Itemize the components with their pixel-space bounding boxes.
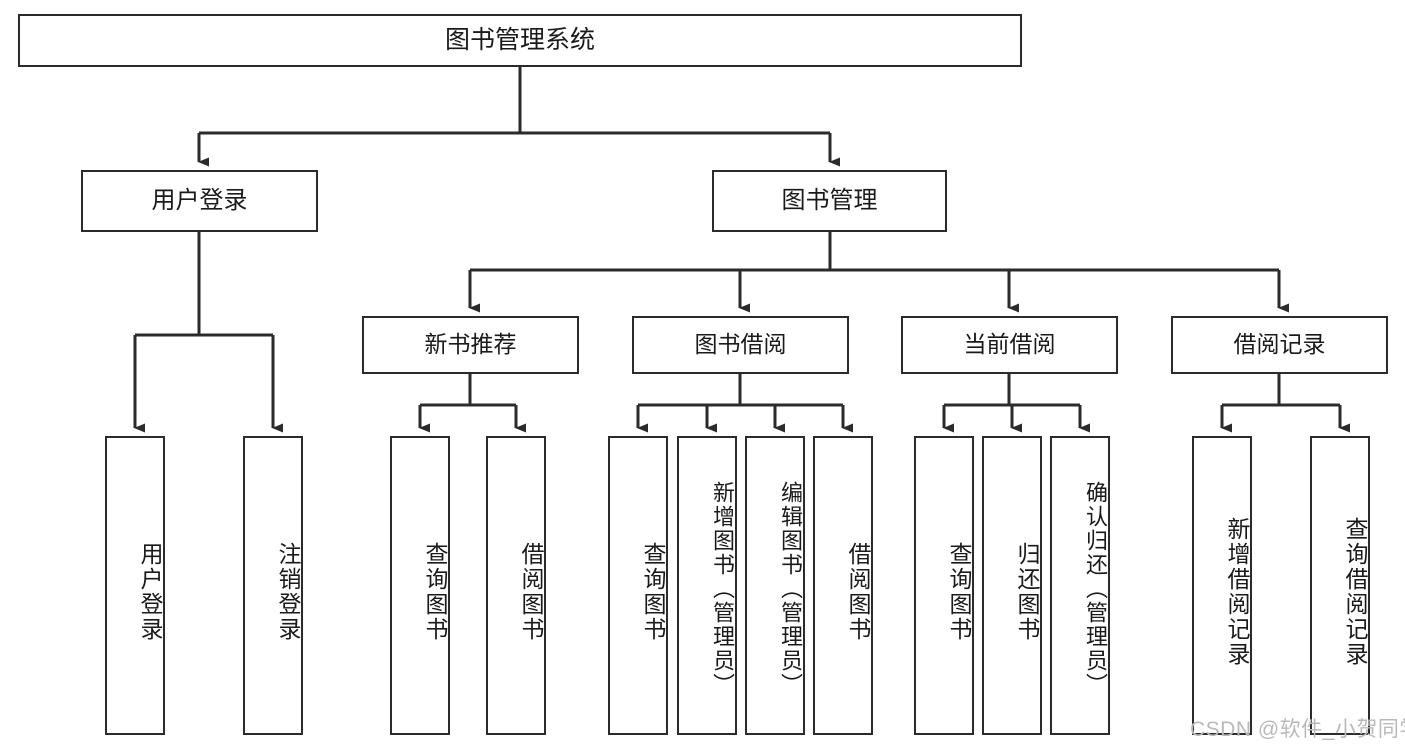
node-book-borrow-label: 图书借阅 [694,331,787,358]
node-leaf-confirm-return[interactable]: 确认归还（管理员） [1050,436,1110,735]
node-leaf-edit-book[interactable]: 编辑图书（管理员） [745,436,805,735]
node-leaf-logout-label: 注销登录 [275,541,301,642]
node-leaf-logout[interactable]: 注销登录 [243,436,303,735]
node-leaf-query-book-1-label: 查询图书 [422,541,448,642]
watermark-text: CSDN @软件_小贺同学 [1190,718,1405,741]
node-leaf-add-record[interactable]: 新增借阅记录 [1192,436,1252,735]
node-user-login[interactable]: 用户登录 [81,170,318,232]
node-leaf-confirm-return-label: 确认归还（管理员） [1083,480,1108,697]
node-leaf-user-login[interactable]: 用户登录 [105,436,165,735]
node-leaf-query-book-2[interactable]: 查询图书 [608,436,668,735]
node-current-borrow-label: 当前借阅 [963,331,1056,358]
node-leaf-borrow-book-1[interactable]: 借阅图书 [486,436,546,735]
node-leaf-query-book-1[interactable]: 查询图书 [390,436,450,735]
node-leaf-add-book[interactable]: 新增图书（管理员） [677,436,737,735]
node-book-manage[interactable]: 图书管理 [712,170,947,232]
node-user-login-label: 用户登录 [151,186,248,214]
node-leaf-query-record-label: 查询借阅记录 [1342,516,1368,667]
node-leaf-add-book-label: 新增图书（管理员） [710,480,735,697]
node-leaf-user-login-label: 用户登录 [137,541,163,642]
node-root[interactable]: 图书管理系统 [18,14,1022,67]
node-book-borrow[interactable]: 图书借阅 [632,316,849,374]
node-leaf-query-book-2-label: 查询图书 [640,541,666,642]
node-book-manage-label: 图书管理 [781,186,878,214]
node-leaf-edit-book-label: 编辑图书（管理员） [778,480,803,697]
node-leaf-add-record-label: 新增借阅记录 [1224,516,1250,667]
node-new-book-rec-label: 新书推荐 [424,331,517,358]
watermark: CSDN @软件_小贺同学 [1190,713,1405,743]
node-current-borrow[interactable]: 当前借阅 [901,316,1118,374]
node-borrow-record-label: 借阅记录 [1233,331,1326,358]
node-new-book-rec[interactable]: 新书推荐 [362,316,579,374]
node-leaf-query-record[interactable]: 查询借阅记录 [1310,436,1370,735]
node-leaf-query-book-3-label: 查询图书 [946,541,972,642]
node-leaf-return-book[interactable]: 归还图书 [982,436,1042,735]
node-root-label: 图书管理系统 [444,25,595,54]
node-leaf-query-book-3[interactable]: 查询图书 [914,436,974,735]
node-leaf-return-book-label: 归还图书 [1014,541,1040,642]
node-leaf-borrow-book-2[interactable]: 借阅图书 [813,436,873,735]
node-borrow-record[interactable]: 借阅记录 [1171,316,1388,374]
node-leaf-borrow-book-2-label: 借阅图书 [845,541,871,642]
node-leaf-borrow-book-1-label: 借阅图书 [518,541,544,642]
